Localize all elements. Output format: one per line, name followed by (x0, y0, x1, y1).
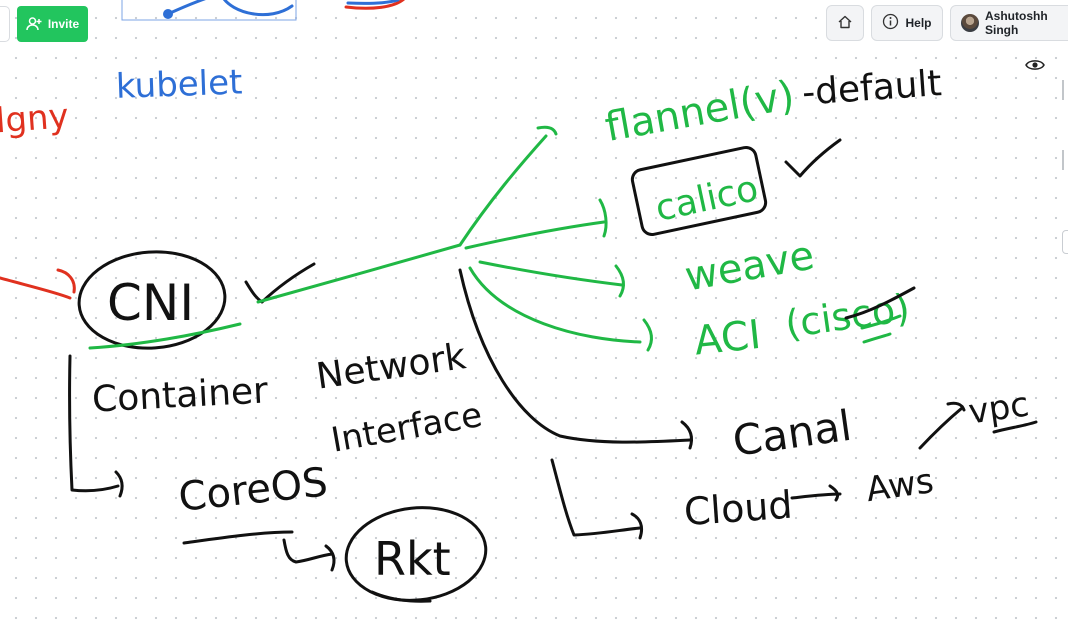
cloud-to-aws-arrowhead (828, 484, 840, 502)
coreos-arrow (68, 354, 120, 493)
side-rail (1062, 70, 1068, 270)
partial-left-text: lgny (0, 96, 70, 141)
calico-check (784, 138, 842, 178)
calico-text: calico (652, 168, 762, 230)
invite-label: Invite (47, 17, 80, 31)
view-toggle-button[interactable] (1022, 56, 1048, 78)
weave-branch (478, 260, 624, 287)
flannel-text: flannel(v) (602, 72, 798, 150)
cni-to-hub-line (256, 243, 462, 304)
aws-to-vpc-arrow (918, 406, 964, 450)
red-arrow (0, 276, 72, 300)
rkt-arrow (282, 538, 334, 564)
cloud-to-aws-arrow (790, 492, 842, 500)
rkt-label: Rkt (374, 532, 451, 586)
flannel-arrowhead (536, 125, 558, 136)
info-icon (882, 13, 899, 33)
cisco-underline-1 (844, 286, 916, 320)
eye-icon (1025, 58, 1045, 77)
calico-box (630, 145, 768, 237)
rkt-arrowhead (324, 544, 336, 572)
rkt-line (182, 530, 294, 545)
vpc-underline (992, 420, 1038, 434)
aws-text: Aws (864, 461, 936, 510)
canal-branch (458, 268, 692, 444)
help-label: Help (905, 16, 932, 30)
flannel-branch (458, 134, 548, 247)
avatar (961, 14, 979, 32)
weave-arrowhead (614, 264, 625, 298)
calico-branch (464, 220, 606, 250)
aci-text: ACI (692, 312, 763, 365)
invite-button[interactable]: Invite (17, 6, 88, 42)
cni-underline (88, 322, 242, 350)
coreos-arrowhead (114, 470, 124, 498)
cisco-underline-2 (860, 314, 902, 330)
home-icon (837, 14, 853, 33)
cisco-underline-3 (862, 332, 892, 344)
network-text: Network (314, 336, 469, 398)
user-name: Ashutoshh Singh (985, 9, 1048, 37)
canal-arrowhead (680, 420, 694, 450)
aci-branch (468, 266, 642, 344)
cni-label: CNI (107, 274, 194, 332)
zoom-slider-handle[interactable] (1062, 230, 1068, 254)
aws-to-vpc-arrowhead (946, 401, 966, 412)
aci-arrowhead (642, 318, 653, 352)
partial-blue-shapes (121, 0, 297, 21)
red-arrowhead (56, 268, 76, 294)
calico-arrowhead (598, 198, 608, 238)
default-text: -default (801, 63, 943, 114)
partial-red-scribble (344, 0, 405, 10)
canal-text: Canal (730, 401, 855, 466)
cni-circle (77, 250, 227, 350)
add-user-icon (26, 16, 42, 32)
user-menu-button[interactable]: Ashutoshh Singh (950, 5, 1068, 41)
home-button[interactable] (826, 5, 864, 41)
cloud-branch (550, 458, 642, 537)
cisco-text: (cisco) (782, 286, 912, 347)
weave-text: weave (681, 233, 817, 301)
cloud-arrowhead (630, 512, 644, 540)
cloud-text: Cloud (683, 483, 794, 534)
coreos-text: CoreOS (176, 459, 329, 520)
kubelet-text: kubelet (115, 62, 243, 106)
help-button[interactable]: Help (871, 5, 943, 41)
left-panel-toggle[interactable] (0, 6, 10, 42)
rkt-underline (370, 590, 432, 603)
interface-text: Interface (328, 395, 485, 461)
container-text: Container (91, 370, 269, 420)
